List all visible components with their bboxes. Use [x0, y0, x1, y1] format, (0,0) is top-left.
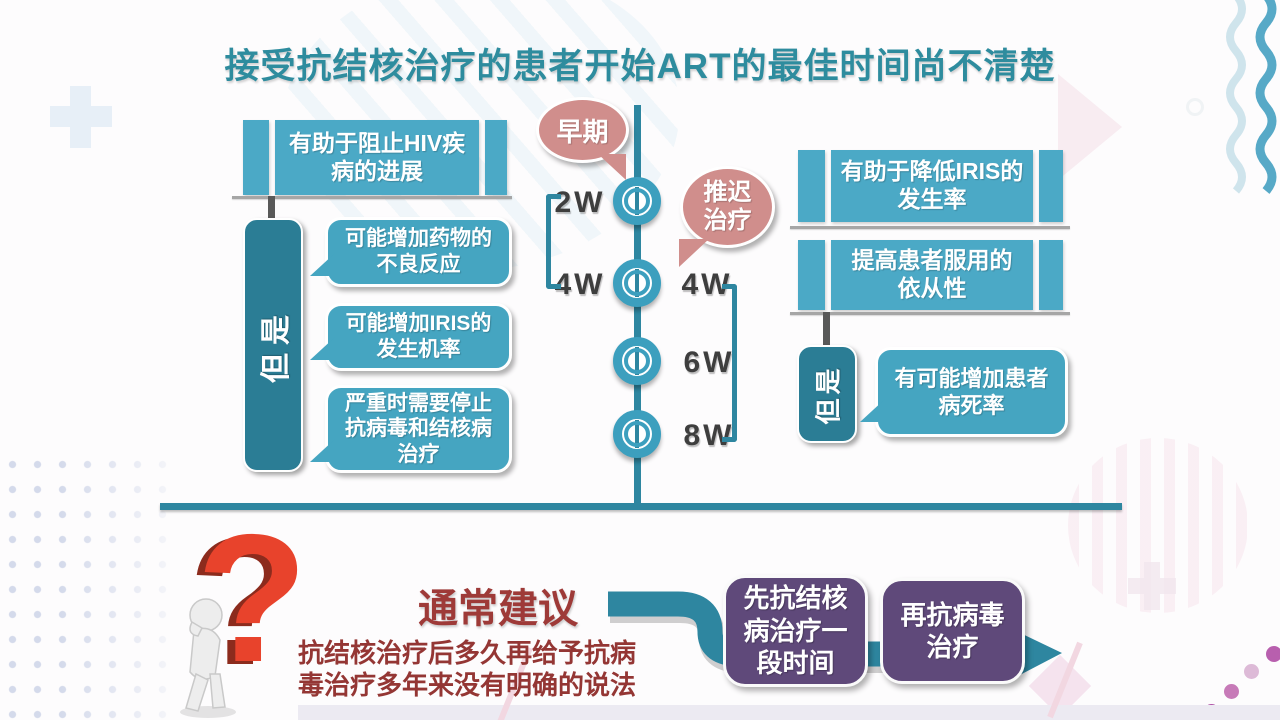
banner-side-bar [243, 120, 269, 195]
left-bubble-3-text: 严重时需要停止抗病毒和结核病治疗 [345, 391, 492, 466]
right-benefit-banner-2: 提高患者服用的依从性 [798, 240, 1063, 310]
banner-side-bar [1039, 150, 1063, 222]
early-range-bracket [546, 194, 561, 289]
connector-line [232, 196, 512, 199]
right-benefit-banner-2-label: 提高患者服用的依从性 [831, 240, 1033, 310]
left-but-box: 但是 [243, 218, 303, 472]
banner-text: 有助于阻止HIV疾病的进展 [288, 129, 466, 184]
delay-range-bracket [722, 284, 737, 442]
left-benefit-banner: 有助于阻止HIV疾病的进展 [243, 120, 507, 195]
left-but-label: 但是 [260, 307, 293, 383]
left-bubble-3: 严重时需要停止抗病毒和结核病治疗 [310, 385, 512, 473]
recommend-title: 通常建议 [418, 587, 578, 631]
connector-line [790, 312, 1070, 315]
step-2-text: 再抗病毒治疗 [900, 599, 1005, 663]
timeline-marker-8w [613, 410, 661, 458]
right-bubble-text: 有可能增加患者病死率 [894, 365, 1049, 419]
thinking-person [180, 598, 236, 718]
section-divider [160, 503, 1122, 510]
tick-6w-right: 6W [683, 346, 735, 379]
left-bubble-2-text: 可能增加IRIS的发生机率 [345, 312, 492, 361]
tick-8w-right: 8W [683, 419, 735, 452]
timeline-marker-6w [613, 337, 661, 385]
right-benefit-banner-1-label: 有助于降低IRIS的发生率 [831, 150, 1033, 222]
tick-4w-left: 4W [554, 268, 606, 301]
early-callout: 早期 [536, 97, 629, 180]
tick-2w-left: 2W [554, 186, 606, 219]
left-bubble-1-text: 可能增加药物的不良反应 [345, 227, 492, 276]
step-box-2: 再抗病毒治疗 [880, 578, 1025, 684]
right-bubble: 有可能增加患者病死率 [860, 347, 1068, 437]
recommend-note: 抗结核治疗后多久再给予抗病毒治疗多年来没有明确的说法 [286, 638, 648, 701]
connector-stub [823, 312, 830, 345]
slide-title: 接受抗结核治疗的患者开始ART的最佳时间尚不清楚 [224, 47, 1056, 86]
early-callout-text: 早期 [556, 116, 609, 147]
step-box-1: 先抗结核病治疗一段时间 [723, 575, 868, 687]
banner-side-bar [798, 150, 825, 222]
connector-stub [268, 196, 275, 222]
recommend-note-text: 抗结核治疗后多久再给予抗病毒治疗多年来没有明确的说法 [297, 638, 636, 700]
banner-side-bar [485, 120, 507, 195]
tick-4w-right: 4W [681, 268, 733, 301]
left-bubble-1: 可能增加药物的不良反应 [310, 217, 512, 287]
step-1-text: 先抗结核病治疗一段时间 [743, 583, 848, 679]
timeline-marker-2w [613, 177, 661, 225]
delay-callout-text: 推迟治疗 [703, 179, 752, 234]
right-benefit-banner-1: 有助于降低IRIS的发生率 [798, 150, 1063, 222]
banner-text: 有助于降低IRIS的发生率 [840, 158, 1024, 212]
timeline-marker-4w [613, 259, 661, 307]
right-but-label: 但是 [813, 363, 844, 425]
banner-side-bar [798, 240, 825, 310]
left-bubble-2: 可能增加IRIS的发生机率 [310, 303, 512, 371]
banner-text: 提高患者服用的依从性 [851, 247, 1013, 301]
delay-callout: 推迟治疗 [679, 166, 775, 267]
banner-side-bar [1039, 240, 1063, 310]
question-mark-figure: ? ? [180, 512, 308, 718]
left-benefit-banner-label: 有助于阻止HIV疾病的进展 [275, 120, 479, 195]
right-but-box: 但是 [797, 345, 857, 443]
connector-line [790, 226, 1070, 229]
